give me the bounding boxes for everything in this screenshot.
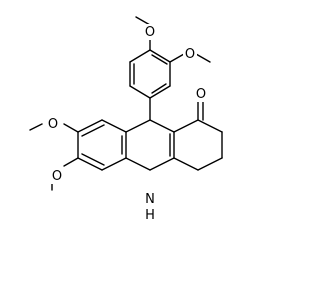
structure-diagram: O O (29, 16, 223, 223)
atom-background (183, 46, 197, 62)
bond (149, 157, 175, 171)
molecule-drawing: O O (29, 16, 223, 223)
bond (77, 119, 103, 133)
bond (151, 83, 167, 94)
cyclohexenone-ring (173, 119, 223, 171)
nitrogen-label: N (145, 192, 155, 207)
bond (151, 54, 168, 65)
bond (195, 53, 211, 63)
bond (135, 16, 151, 26)
bond (101, 157, 127, 171)
aryl-ring (129, 49, 171, 121)
left-aromatic-ring (77, 119, 127, 171)
ketone: O (193, 86, 209, 121)
bond (149, 119, 175, 133)
bond (63, 157, 79, 167)
oxygen-label: O (145, 25, 155, 40)
bond (149, 85, 171, 99)
bond (125, 157, 151, 171)
bond (101, 119, 127, 133)
methoxy-left-upper: O (29, 116, 79, 133)
oxygen-label: O (196, 87, 206, 102)
bond (129, 85, 151, 99)
bond (173, 119, 199, 133)
atom-background (193, 86, 209, 102)
central-ring (125, 119, 175, 171)
oxygen-label: O (185, 47, 195, 62)
bond (197, 157, 223, 171)
bond (129, 49, 151, 63)
methoxy-upper-right: O (169, 46, 211, 63)
hydrogen-label: H (145, 208, 155, 223)
methoxy-left-lower: O (48, 157, 79, 191)
bond (125, 119, 151, 133)
bond (29, 123, 43, 131)
bond (81, 124, 105, 137)
bond (169, 53, 185, 63)
atom-background (143, 24, 157, 40)
bond (63, 123, 79, 133)
bond (149, 49, 171, 63)
amine-group: N H (142, 191, 158, 223)
atom-background (48, 168, 66, 184)
atom-background (142, 191, 158, 207)
bond (197, 119, 223, 133)
bond (81, 153, 105, 166)
oxygen-label: O (48, 117, 58, 132)
bond (77, 157, 103, 171)
atom-background (43, 116, 63, 132)
oxygen-label: O (52, 169, 62, 184)
bond (173, 157, 199, 171)
methoxy-top: O (135, 16, 157, 51)
